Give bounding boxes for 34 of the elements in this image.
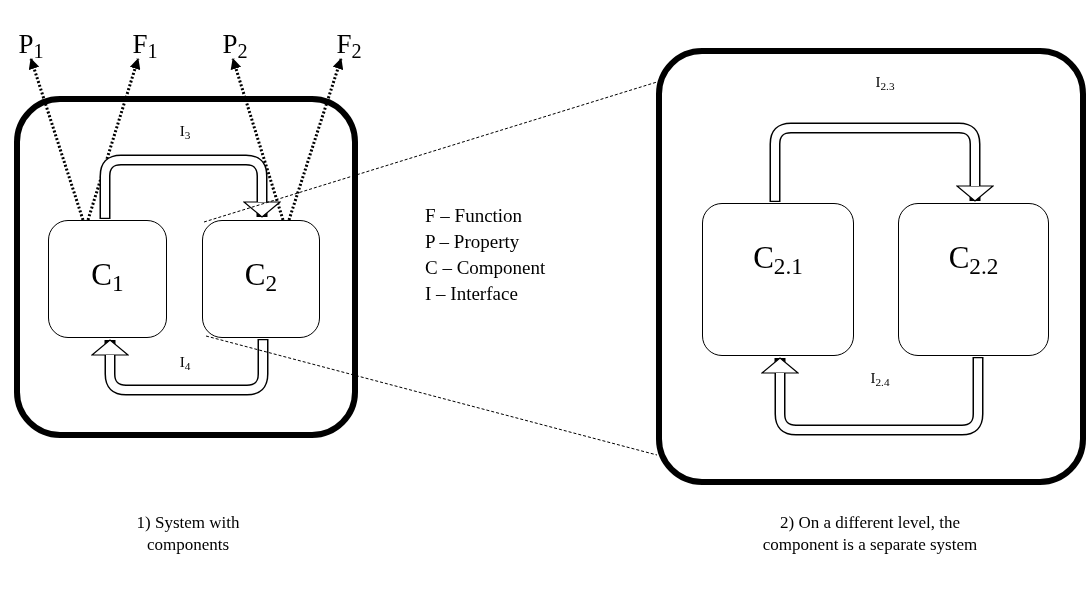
interface-arrow (99, 154, 281, 219)
zoom-line (203, 81, 658, 223)
component-label: C$_{2}$ (244, 259, 278, 290)
component-box (202, 220, 320, 338)
legend-note: I – Interface (425, 283, 519, 305)
symbol-text: F$_{1}$ (132, 31, 158, 58)
edge-label: I$_{2.3}$ (873, 74, 897, 90)
caption-text: 2) On a different level, the component is a separate system (761, 512, 979, 556)
component-box (48, 220, 167, 338)
symbol-text: F$_{2}$ (336, 31, 362, 58)
legend-note: C – Component (425, 257, 546, 279)
dotted-arrow (86, 57, 141, 221)
component-label: C$_{2.1}$ (753, 242, 803, 273)
interface-arrow (761, 357, 984, 436)
component-label: C$_{2.2}$ (948, 242, 999, 273)
interface-arrow (769, 122, 994, 202)
edge-label: I$_{2.4}$ (868, 370, 892, 386)
system-box (14, 96, 358, 438)
legend-note: P – Property (425, 231, 521, 253)
interface-arrow (91, 339, 269, 396)
edge-label: I$_{4}$ (177, 354, 193, 370)
system-box (656, 48, 1086, 485)
component-box (702, 203, 854, 356)
component-box (898, 203, 1049, 356)
symbol-text: P$_{2}$ (222, 31, 248, 58)
component-label: C$_{1}$ (91, 259, 124, 290)
caption-text: 1) System with components (135, 512, 241, 556)
dotted-arrow (28, 57, 85, 221)
zoom-line (205, 335, 658, 456)
legend-note: F – Function (425, 205, 524, 227)
dotted-arrow (287, 57, 344, 221)
edge-label: I$_{3}$ (177, 123, 193, 139)
dotted-arrow (230, 57, 285, 221)
symbol-text: P$_{1}$ (18, 31, 44, 58)
